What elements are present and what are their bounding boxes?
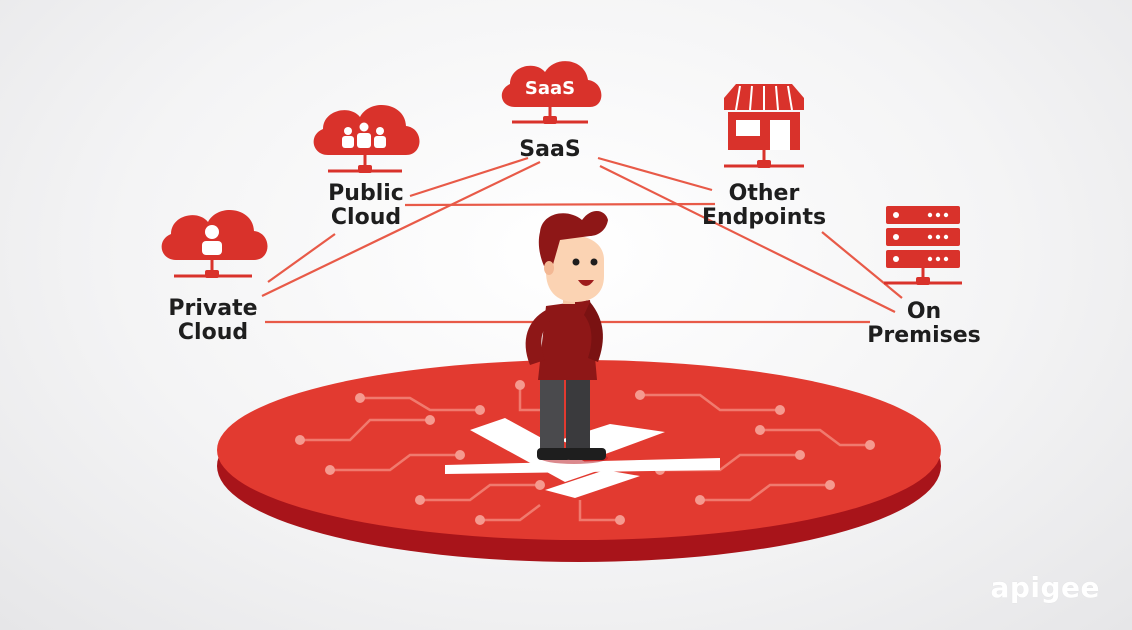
other-endpoints-label: Other Endpoints — [696, 182, 832, 230]
on-premises-line1: On — [906, 299, 942, 324]
storefront-icon — [724, 84, 804, 168]
connector-other-onprem — [821, 231, 903, 299]
other-endpoints-line2: Endpoints — [701, 205, 827, 230]
connector-public-saas — [409, 156, 529, 198]
circuit-nodes — [295, 380, 875, 525]
public-cloud-label: Public Cloud — [316, 182, 416, 230]
public-cloud-icon — [313, 105, 420, 173]
other-endpoints-line1: Other — [728, 181, 800, 206]
developer-character — [525, 210, 608, 464]
public-cloud-line2: Cloud — [330, 205, 402, 230]
private-cloud-line1: Private — [168, 296, 258, 321]
connector-lines — [261, 156, 903, 324]
connector-private-saas — [261, 161, 541, 297]
saas-badge: SaaS — [524, 78, 576, 99]
connector-saas-other — [597, 156, 713, 192]
private-cloud-icon — [161, 210, 268, 278]
apigee-logo: apigee — [990, 571, 1100, 604]
private-cloud-label: Private Cloud — [160, 297, 266, 345]
private-cloud-line2: Cloud — [177, 320, 249, 345]
server-rack-icon — [884, 206, 962, 285]
saas-label: SaaS — [515, 138, 585, 162]
connector-public-other — [404, 202, 716, 207]
connector-private-public — [267, 233, 336, 283]
on-premises-line2: Premises — [867, 323, 981, 348]
saas-cloud-icon — [501, 61, 602, 124]
on-premises-label: On Premises — [862, 300, 986, 348]
public-cloud-line1: Public — [328, 181, 404, 206]
saas-label-text: SaaS — [519, 137, 581, 162]
connector-saas-onprem — [599, 165, 896, 313]
